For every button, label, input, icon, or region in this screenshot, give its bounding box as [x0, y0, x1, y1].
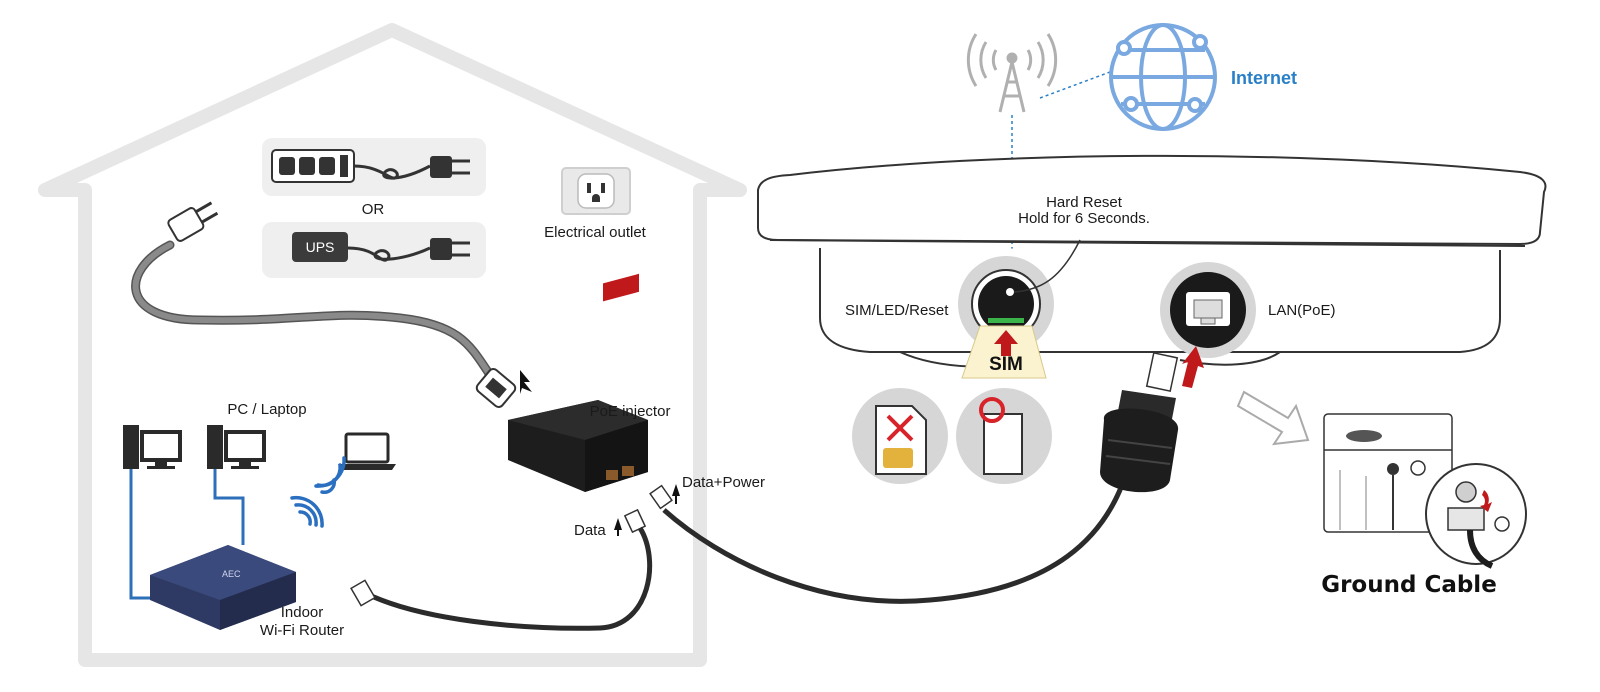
ups-panel [262, 222, 486, 278]
wifi-router-device: AEC [150, 545, 296, 630]
poe-cable [662, 459, 1133, 604]
ground-cable-label: Ground Cable [1321, 572, 1497, 598]
hard-reset-label-line1: Hard Reset [1046, 194, 1123, 211]
poe-injector-label: PoE injector [590, 403, 671, 420]
wifi-signal-icon [314, 456, 346, 494]
lan-poe-label: LAN(PoE) [1268, 302, 1336, 319]
pc-laptop-label: PC / Laptop [227, 401, 306, 418]
power-strip-panel [262, 138, 486, 196]
sim-led-reset-label: SIM/LED/Reset [845, 302, 949, 319]
reset-callout-line [1013, 239, 1081, 293]
electrical-outlet-icon [561, 167, 631, 215]
or-label: OR [362, 201, 385, 218]
globe-icon [1109, 23, 1217, 131]
iec-connector-icon [475, 368, 517, 408]
lan-insert-arrow-icon [1182, 346, 1204, 388]
outdoor-unit-housing [757, 154, 1547, 368]
lan-poe-port [1160, 262, 1256, 358]
pc-icon [123, 425, 182, 469]
sim-label: SIM [989, 354, 1023, 375]
plug-in-arrow-icon [520, 370, 532, 394]
correct-sim-type-icon [956, 388, 1052, 484]
laptop-icon [338, 432, 396, 470]
svg-text:AEC: AEC [222, 569, 241, 579]
pc-icon [207, 425, 266, 469]
internet-label: Internet [1231, 68, 1297, 88]
data-power-label: Data+Power [682, 474, 765, 491]
poe-injector-device [508, 273, 648, 492]
wrong-sim-type-icon [852, 388, 948, 484]
data-label: Data [574, 522, 606, 539]
house-outline [38, 23, 747, 667]
router-data-cable [363, 526, 653, 631]
power-cord [131, 201, 517, 408]
ground-detail-panel [1323, 413, 1527, 569]
cell-tower-icon [966, 33, 1058, 113]
hard-reset-label-line2: Hold for 6 Seconds. [1018, 210, 1150, 227]
ground-detail-arrow-icon [1236, 390, 1310, 446]
tower-to-internet-link [1039, 71, 1111, 99]
rj45-plug-icon [350, 579, 376, 607]
sim-insert-indicator [961, 325, 1047, 379]
wall-plug-icon [167, 201, 219, 242]
ups-label: UPS [306, 239, 335, 255]
router-label-line1: Indoor [281, 604, 324, 621]
cable-gland-connector [1100, 351, 1179, 493]
router-label-line2: Wi-Fi Router [260, 622, 344, 639]
electrical-outlet-label: Electrical outlet [544, 224, 647, 241]
data-power-connector [649, 484, 680, 510]
wifi-signal-icon [290, 495, 324, 528]
data-connector [614, 508, 647, 536]
